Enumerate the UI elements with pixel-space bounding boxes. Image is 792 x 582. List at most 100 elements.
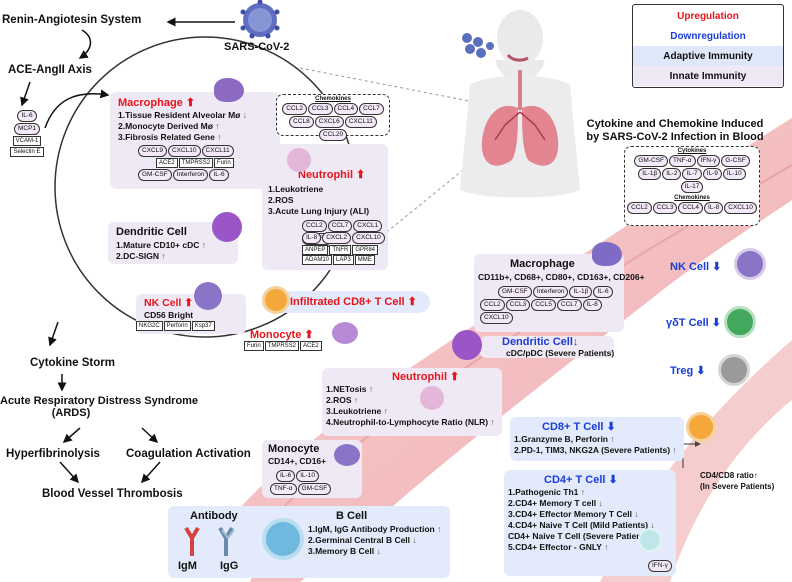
cytokine-chip: IL-8 [704, 202, 724, 214]
finding-line: 4.Neutrophil-to-Lymphocyte Ratio (NLR) ↑ [326, 417, 495, 427]
cytokine-chip: CCL4 [333, 103, 359, 115]
cytokine-chip: IL-10 [722, 168, 746, 180]
down-arrow-icon: ↓ [410, 535, 417, 545]
up-arrow-icon: ↑ [601, 542, 609, 552]
legend-adaptive-immunity: Adaptive Immunity [633, 46, 783, 66]
bcell-title: B Cell [336, 510, 368, 522]
monocyte-cell-icon [332, 322, 358, 344]
ace-angii-label: ACE-AngII Axis [8, 64, 92, 76]
marker-tag: MME [354, 255, 375, 265]
blood-dendritic-panel: Dendritic Cell↓ cDC/pDC (Severe Patients… [480, 336, 614, 358]
cytokine-chip: CXCL10 [480, 312, 513, 324]
marker-tag: TNFR [329, 245, 352, 255]
virus-particles [462, 33, 494, 58]
lung-dendritic-title: Dendritic Cell [116, 226, 187, 238]
blood-nk-icon [734, 248, 766, 280]
lung-nk-title: NK Cell [144, 297, 182, 309]
finding-line: CD4+ Naive T Cell (Severe Patients) ↑ [508, 531, 658, 542]
finding-line: 1.NETosis ↑ [326, 384, 374, 394]
finding-line: 5.CD4+ Effector - GNLY ↑ [508, 542, 609, 552]
cytokine-chip: CCL3 [307, 103, 333, 115]
up-arrow-icon: ⬆ [353, 169, 366, 181]
legend-downregulation: Downregulation [670, 30, 746, 42]
up-arrow-icon: ↑ [434, 524, 442, 534]
down-arrow-icon: ↓ [572, 336, 579, 348]
coagulation-label: Coagulation Activation [126, 448, 251, 460]
thrombosis-label: Blood Vessel Thrombosis [42, 488, 183, 500]
ifn-gamma-chip: IFN-γ [648, 560, 672, 572]
lung-neutrophil-title: Neutrophil [298, 169, 353, 181]
bcell-icon [262, 518, 304, 560]
marker-tag: ANPEP [302, 245, 329, 255]
blood-gdt-title: γδT Cell [666, 317, 709, 329]
marker-tag: Selectin E [10, 147, 44, 157]
blood-neutrophil-title: Neutrophil [392, 371, 447, 383]
down-arrow-icon: ↓ [596, 498, 603, 508]
finding-line: 1.Leukotriene [268, 184, 324, 194]
lung-nk-subtitle: CD56 Bright [144, 310, 194, 320]
down-arrow-icon: ↓ [374, 546, 381, 556]
finding-line: 3.Acute Lung Injury (ALI) [268, 206, 370, 216]
hyperfibrinolysis-label: Hyperfibrinolysis [6, 448, 100, 460]
nk-cell-icon [194, 282, 222, 310]
blood-macrophage-icon [592, 242, 622, 266]
infiltrated-cd8-panel: Infiltrated CD8+ T Cell ⬆ [262, 291, 430, 313]
blood-treg-title: Treg [670, 365, 694, 377]
cytokine-chip: IL-8 [302, 232, 322, 244]
up-arrow-icon: ↑ [381, 406, 388, 416]
marker-tag: TMPRSS2 [178, 158, 214, 168]
cytokine-chip: CXCL10 [724, 202, 757, 214]
down-arrow-icon: ⬇ [605, 474, 618, 486]
cytokine-chip: CCL7 [556, 299, 582, 311]
finding-line: 2.ROS ↑ [326, 395, 359, 405]
finding-line: 1.Granzyme B, Perforin ↑ [514, 434, 615, 444]
blood-dendritic-title: Dendritic Cell [502, 336, 573, 348]
cytokine-chip: CCL2 [302, 220, 327, 232]
finding-line: 4.CD4+ Naive T Cell (Mild Patients) ↓ [508, 520, 655, 530]
cytokine-chip: CCL5 [531, 299, 556, 311]
cytokine-chip: IL-7 [682, 168, 702, 180]
down-arrow-icon: ↓ [632, 509, 639, 519]
renin-angiotensin-label: Renin-Angiotesin System [2, 14, 142, 26]
finding-line: 3.CD4+ Effector Memory T Cell ↓ [508, 509, 639, 519]
cytokine-chip: CCL20 [318, 129, 348, 141]
up-arrow-icon: ↑ [670, 445, 677, 455]
sars-cov-2-virus [240, 0, 280, 39]
cytokine-chip: TNF-α [270, 483, 297, 495]
antibody-icons [184, 526, 235, 556]
infiltrated-cd8-title: Infiltrated CD8+ T Cell [290, 296, 405, 308]
blood-macrophage-markers: CD11b+, CD68+, CD80+, CD163+, CD206+ [478, 272, 645, 282]
igm-label: IgM [178, 560, 197, 572]
cytokine-chip: GM-CSF [297, 483, 332, 495]
cytokine-chip: CXCL1 [353, 220, 383, 232]
lung-macrophage-panel: Macrophage ⬆ 1.Tissue Resident Alveolar … [110, 92, 280, 189]
cytokine-chip: MCP1 [13, 123, 41, 135]
up-arrow-icon: ↑ [199, 240, 207, 250]
legend-innate-immunity: Innate Immunity [633, 66, 783, 86]
up-arrow-icon: ⬆ [404, 296, 417, 308]
cd8-cell-icon [262, 286, 290, 314]
neutrophil-cell-icon [287, 148, 311, 172]
cytokine-chip: IL-1β [569, 286, 593, 298]
cytokine-chip: IL-9 [702, 168, 722, 180]
blood-neutrophil-panel: Neutrophil ⬆ 1.NETosis ↑2.ROS ↑3.Leukotr… [322, 368, 502, 436]
marker-tag: Perforin [163, 321, 191, 331]
blood-monocyte-title: Monocyte [268, 443, 320, 455]
up-arrow-icon: ⬆ [301, 329, 314, 341]
marker-tag: Furin [244, 341, 264, 351]
legend: Upregulation Downregulation Adaptive Imm… [632, 4, 784, 88]
cytokine-chip: CCL2 [480, 299, 505, 311]
blood-macrophage-panel: Macrophage CD11b+, CD68+, CD80+, CD163+,… [474, 254, 645, 332]
marker-tag: ACE2 [300, 341, 322, 351]
blood-cd4-icon [638, 528, 662, 552]
bcell-panel: Antibody IgM IgG B Cell 1.IgM, IgG Antib… [168, 506, 450, 578]
cytokine-chip: CXCL11 [344, 116, 377, 128]
lung-dendritic-panel: Dendritic Cell 1.Mature CD10+ cDC ↑2.DC-… [108, 222, 238, 264]
cytokine-chip: CXCL2 [322, 232, 352, 244]
cytokine-chip: TNF-α [668, 155, 696, 167]
blood-cd4-panel: CD4+ T Cell ⬇ 1.Pathogenic Th1 ↑2.CD4+ M… [504, 470, 676, 576]
